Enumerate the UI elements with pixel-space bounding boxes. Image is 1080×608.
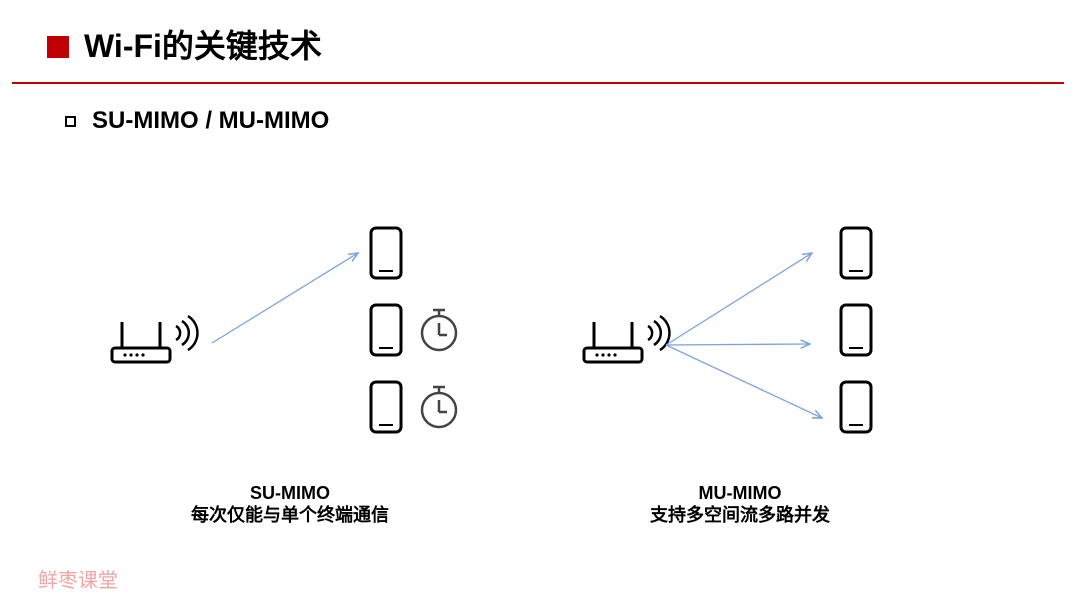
phone-icon [839, 303, 873, 357]
phone-icon [369, 226, 403, 280]
phone-icon [369, 380, 403, 434]
phone-icon [369, 303, 403, 357]
bullet-square-icon [65, 116, 76, 127]
mu-mimo-title: MU-MIMO [698, 483, 782, 503]
su-mimo-caption: SU-MIMO 每次仅能与单个终端通信 [170, 482, 410, 526]
title-divider [12, 82, 1064, 84]
signal-arrow [211, 253, 358, 344]
phone-icon [839, 226, 873, 280]
page-title: Wi-Fi的关键技术 [84, 28, 322, 64]
section-subtitle: SU-MIMO / MU-MIMO [92, 107, 330, 134]
phone-icon [839, 380, 873, 434]
signal-arrow [665, 253, 812, 346]
router-icon [110, 314, 199, 364]
signal-arrow [665, 344, 822, 418]
mu-mimo-caption: MU-MIMO 支持多空间流多路并发 [620, 482, 860, 526]
signal-arrow [665, 344, 810, 345]
title-marker [47, 36, 69, 58]
router-icon [582, 314, 671, 364]
su-mimo-title: SU-MIMO [250, 483, 330, 503]
watermark: 鲜枣课堂 [38, 570, 118, 592]
mu-mimo-description: 支持多空间流多路并发 [650, 505, 830, 525]
timer-icon [420, 385, 458, 429]
su-mimo-description: 每次仅能与单个终端通信 [191, 505, 389, 525]
timer-icon [420, 308, 458, 352]
